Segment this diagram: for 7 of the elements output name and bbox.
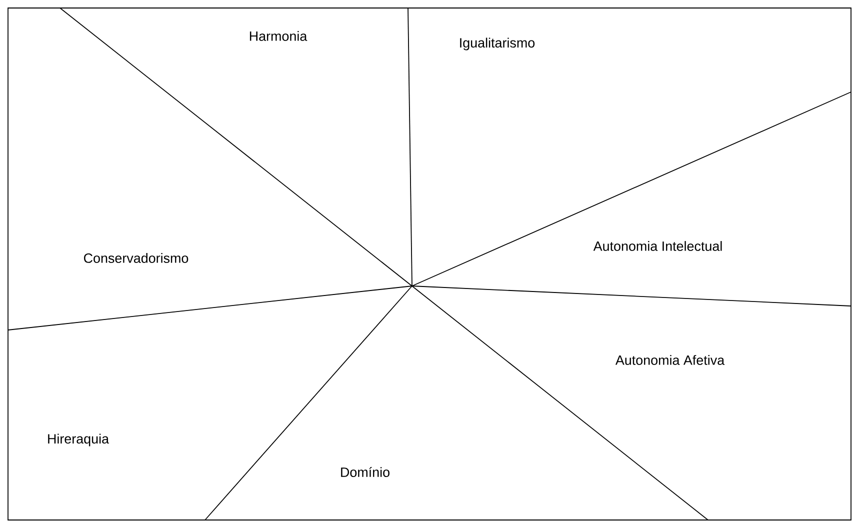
region-label: Hireraquia	[48, 434, 110, 446]
region-label: Domínio	[341, 466, 390, 477]
region-label: Igualitarismo	[460, 38, 535, 50]
region-label: Harmonia	[250, 31, 308, 41]
region-label: Autonomia Afetiva	[615, 355, 725, 365]
region-label: Autonomia Intelectual	[593, 241, 722, 251]
region-label: Conservadorismo	[84, 253, 188, 263]
